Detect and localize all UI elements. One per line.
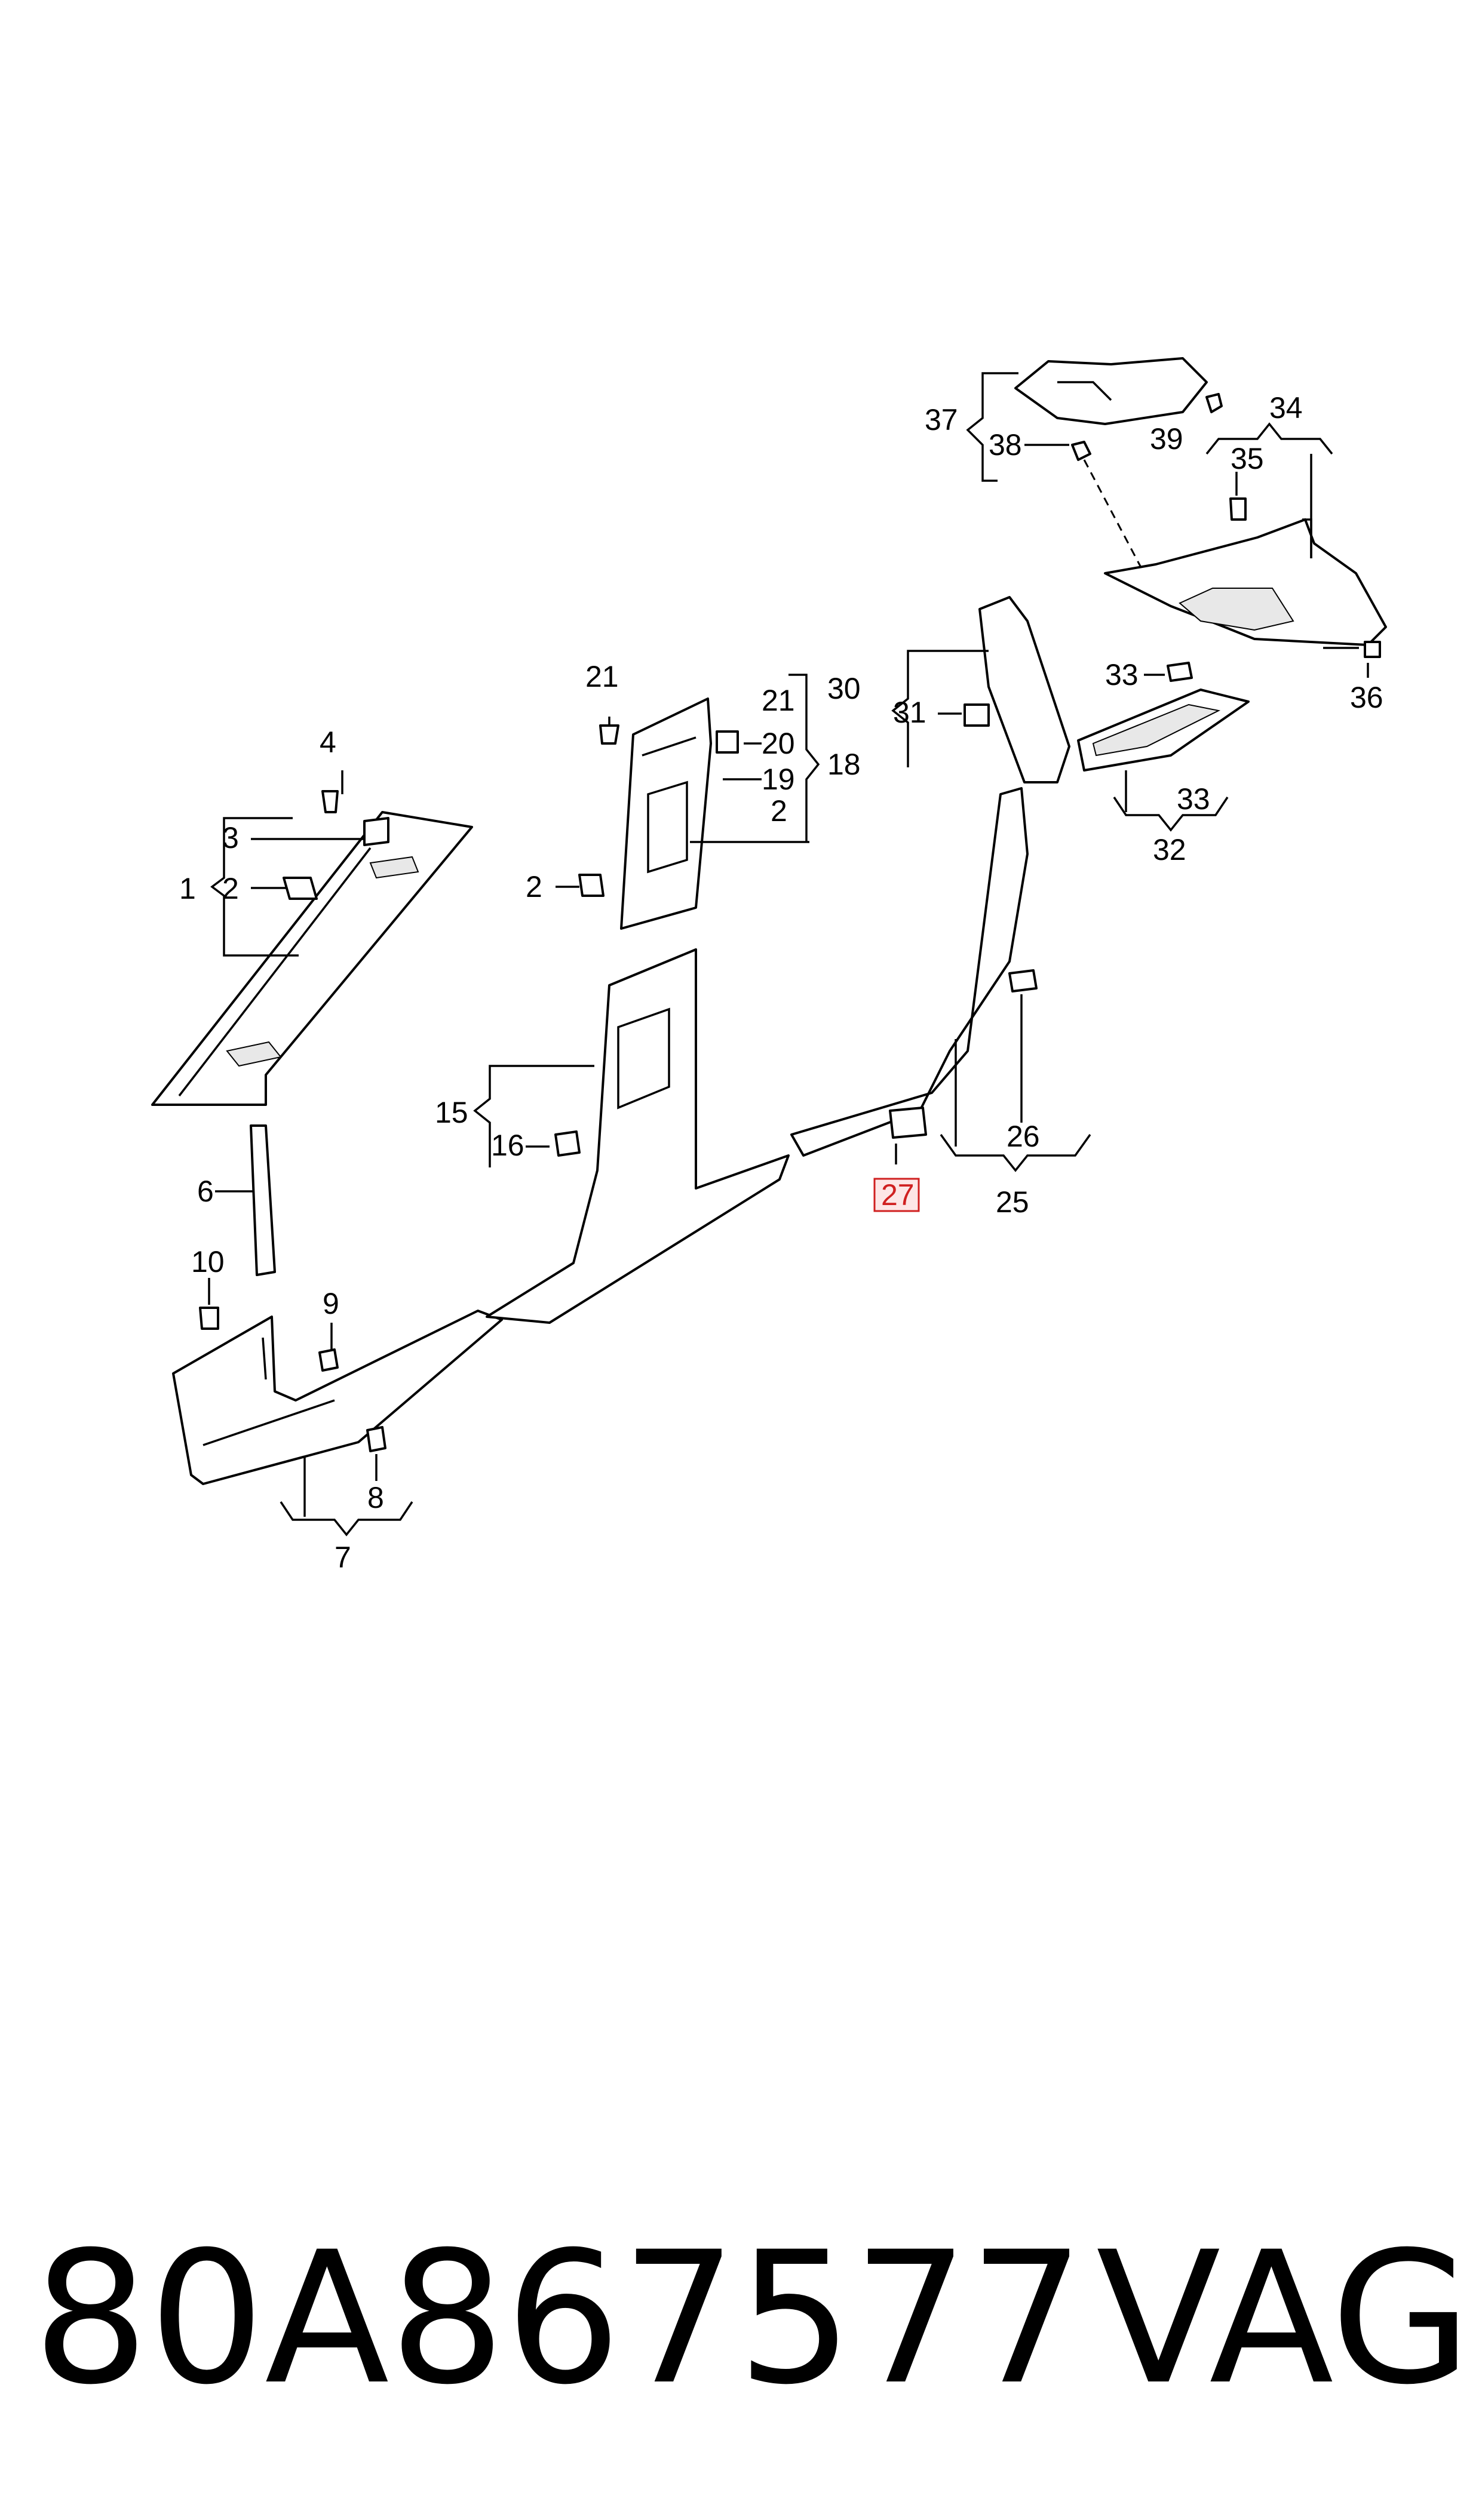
callout-27: 27 <box>881 1178 915 1212</box>
callout-18: 18 <box>827 748 861 781</box>
callout-33-b: 33 <box>1177 782 1210 816</box>
callout-1: 1 <box>179 872 196 905</box>
b-pillar-upper-trim <box>620 697 712 930</box>
callout-7: 7 <box>335 1541 351 1574</box>
callout-labels: 1 2 3 4 6 10 9 8 7 15 16 2 21 21 20 19 1… <box>179 391 1383 1574</box>
callout-3: 3 <box>222 821 239 855</box>
c-pillar-upper-trim <box>978 596 1070 783</box>
trunk-trim <box>1104 518 1387 646</box>
callout-37: 37 <box>925 403 958 437</box>
callout-6: 6 <box>197 1175 214 1208</box>
callout-27-highlight: 27 <box>873 1178 920 1212</box>
callout-30: 30 <box>827 672 861 705</box>
callout-39: 39 <box>1150 422 1183 456</box>
front-sill-trim <box>172 1310 503 1485</box>
callout-10: 10 <box>191 1245 225 1279</box>
callout-4: 4 <box>320 726 336 759</box>
b-pillar-lower-trim <box>486 948 790 1324</box>
callout-9: 9 <box>323 1287 339 1320</box>
brand-label: VAG <box>1096 2212 1472 2424</box>
callout-15: 15 <box>435 1096 468 1129</box>
callout-2: 2 <box>222 872 239 905</box>
part-number: 80A867577 <box>33 2212 1085 2424</box>
callout-26: 26 <box>1007 1120 1040 1153</box>
callout-38: 38 <box>989 428 1022 462</box>
callout-21-b: 21 <box>762 684 795 717</box>
bracket <box>1014 357 1208 425</box>
callout-20: 20 <box>762 727 795 760</box>
callout-31: 31 <box>893 696 926 729</box>
trunk-side-cover <box>1077 689 1250 772</box>
clip-parts <box>283 790 389 900</box>
a-pillar-trim <box>151 811 473 1106</box>
callout-16: 16 <box>491 1129 524 1162</box>
callout-36: 36 <box>1350 681 1383 714</box>
callout-34: 34 <box>1269 391 1303 425</box>
callout-33: 33 <box>1105 658 1139 692</box>
callout-2-b: 2 <box>526 870 542 903</box>
callout-21: 21 <box>585 660 619 693</box>
rear-sill-trim <box>790 787 1029 1157</box>
callout-32: 32 <box>1153 833 1186 866</box>
callout-8: 8 <box>367 1481 384 1514</box>
callout-35: 35 <box>1231 442 1264 475</box>
callout-2-c: 2 <box>771 794 787 828</box>
pillar-strip <box>250 1124 276 1276</box>
callout-25: 25 <box>996 1185 1029 1219</box>
callout-19: 19 <box>762 763 795 796</box>
